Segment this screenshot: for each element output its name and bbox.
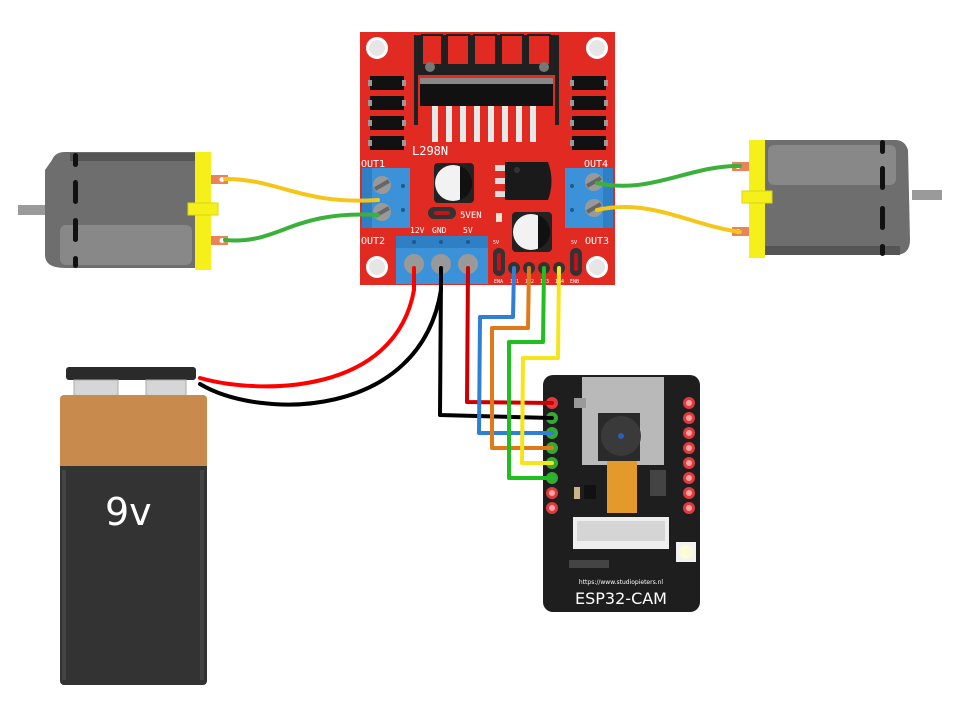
motor-left-stripe — [70, 153, 195, 161]
chip-label: L298N — [412, 144, 448, 158]
wire-in2[interactable] — [490, 266, 554, 450]
enb-5v-label: 5V — [571, 240, 577, 246]
out4-label: OUT4 — [584, 159, 608, 170]
motor-right — [732, 140, 942, 258]
battery-label: 9v — [105, 490, 152, 534]
camera-lens — [618, 433, 624, 439]
v12-label: 12V — [410, 226, 425, 235]
screw-5v[interactable] — [458, 254, 478, 274]
diodes-right — [570, 76, 608, 150]
wire-out4[interactable] — [595, 163, 742, 188]
motor-left-slots — [73, 153, 78, 268]
capacitor-1 — [434, 163, 474, 203]
motor-left-shaft — [18, 205, 46, 215]
5ven-jumper[interactable] — [428, 207, 456, 219]
motor-right-slots — [880, 140, 885, 256]
motor-left-highlight — [60, 225, 192, 265]
wire-battery-plus[interactable] — [198, 266, 416, 389]
battery-snap — [66, 367, 196, 380]
heatsink — [414, 34, 559, 125]
motor-left-hub — [187, 202, 219, 216]
v5-label: 5V — [463, 226, 473, 235]
ena-label: ENA — [494, 279, 503, 285]
power-led — [496, 213, 502, 222]
motor-left — [18, 152, 228, 270]
battery-terminal-pos — [145, 379, 187, 397]
battery-body — [60, 470, 207, 685]
enb-label: ENB — [570, 279, 579, 285]
gnd-label: GND — [432, 226, 447, 235]
wire-in3[interactable] — [507, 266, 554, 480]
wire-out3[interactable] — [595, 205, 742, 234]
esp32-label: ESP32-CAM — [575, 589, 667, 608]
l298n-board: L298N OUT1 OUT4 OUT2 OUT3 5VEN 12V GND 5… — [360, 32, 615, 285]
terminal-out34 — [565, 168, 613, 228]
enb-jumper[interactable] — [570, 248, 582, 276]
esp32-right-pins — [683, 397, 695, 514]
screw-gnd[interactable] — [431, 254, 451, 274]
wire-out2[interactable] — [223, 212, 380, 243]
chip-pins — [432, 106, 536, 142]
mounting-holes — [366, 37, 608, 278]
battery-top — [60, 395, 207, 470]
diodes-left — [368, 76, 406, 150]
motor-right-hub — [741, 190, 773, 204]
voltage-regulator — [495, 162, 552, 200]
ena-jumper[interactable] — [493, 248, 505, 276]
wire-gnd-esp[interactable] — [438, 273, 554, 420]
battery-9v: 9v — [60, 367, 207, 685]
camera-ribbon — [607, 461, 637, 513]
motor-right-shaft — [912, 190, 942, 200]
screw-12v[interactable] — [404, 254, 424, 274]
wire-out1[interactable] — [223, 177, 380, 203]
out2-label: OUT2 — [361, 236, 385, 247]
terminal-out12 — [362, 168, 410, 228]
motor-right-stripe — [765, 246, 900, 255]
motor-right-highlight — [768, 145, 896, 185]
wire-in4[interactable] — [520, 266, 561, 465]
esp32-url: https://www.studiopieters.nl — [579, 579, 664, 586]
out1-label: OUT1 — [361, 159, 385, 170]
capacitor-2 — [512, 212, 552, 252]
jumper-label: 5VEN — [460, 211, 482, 221]
wire-battery-minus[interactable] — [198, 266, 443, 407]
ena-5v-label: 5V — [493, 240, 499, 246]
out3-label: OUT3 — [585, 236, 609, 247]
esp32-cam-board: https://www.studiopieters.nl ESP32-CAM — [543, 375, 700, 612]
battery-terminal-neg — [73, 379, 119, 397]
wires — [198, 163, 742, 480]
wire-in1[interactable] — [477, 266, 554, 435]
